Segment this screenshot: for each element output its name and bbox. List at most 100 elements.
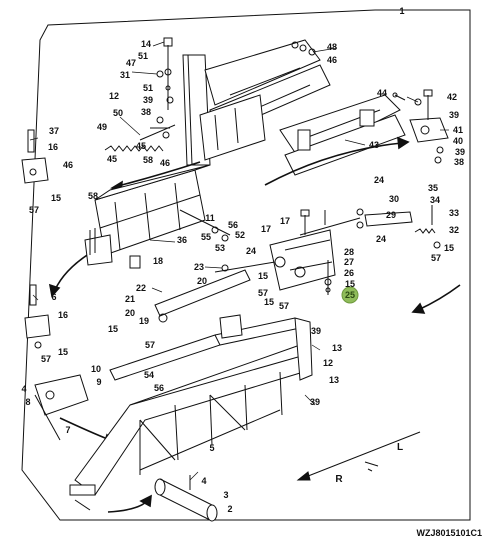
direction-left-label: L	[397, 442, 403, 453]
left-side-hardware	[21, 129, 89, 441]
callout-57: 57	[431, 253, 441, 263]
callout-15: 15	[58, 347, 68, 357]
callout-40: 40	[453, 136, 463, 146]
callout-15: 15	[51, 193, 61, 203]
callout-12: 12	[323, 358, 333, 368]
callout-15: 15	[258, 271, 268, 281]
callout-8: 8	[25, 397, 30, 407]
callout-38: 38	[141, 107, 151, 117]
callout-6: 6	[51, 292, 56, 302]
callout-13: 13	[329, 375, 339, 385]
callout-55: 55	[201, 232, 211, 242]
callout-53: 53	[215, 243, 225, 253]
callout-54: 54	[144, 370, 154, 380]
roller-assembly	[154, 475, 218, 522]
callout-21: 21	[125, 294, 135, 304]
callout-42: 42	[447, 92, 457, 102]
callout-13: 13	[332, 343, 342, 353]
lower-boom-5	[69, 314, 313, 511]
callout-45: 45	[107, 154, 117, 164]
callout-18: 18	[153, 256, 163, 266]
callout-37: 37	[49, 126, 59, 136]
callout-45: 45	[136, 141, 146, 151]
callout-39: 39	[143, 95, 153, 105]
callout-5: 5	[209, 443, 214, 453]
direction-right-label: R	[335, 474, 343, 485]
center-cylinder-assembly	[154, 205, 441, 323]
callout-51: 51	[143, 83, 153, 93]
callout-12: 12	[109, 91, 119, 101]
callout-43: 43	[369, 140, 379, 150]
callout-22: 22	[136, 283, 146, 293]
callout-57: 57	[41, 354, 51, 364]
callout-56: 56	[154, 383, 164, 393]
callout-16: 16	[58, 310, 68, 320]
callout-28: 28	[344, 247, 354, 257]
upper-right-arm-43	[279, 89, 449, 176]
callout-50: 50	[113, 108, 123, 118]
upper-left-arm-assembly	[104, 37, 331, 166]
callout-24: 24	[374, 175, 384, 185]
callout-57: 57	[145, 340, 155, 350]
callout-57: 57	[258, 288, 268, 298]
callout-20: 20	[125, 308, 135, 318]
callout-51: 51	[138, 51, 148, 61]
callout-9: 9	[96, 377, 101, 387]
callout-15: 15	[264, 297, 274, 307]
callout-17: 17	[261, 224, 271, 234]
callout-15: 15	[108, 324, 118, 334]
callout-14: 14	[141, 39, 151, 49]
callout-58: 58	[143, 155, 153, 165]
callout-39: 39	[311, 326, 321, 336]
callout-56: 56	[228, 220, 238, 230]
callout-46: 46	[327, 55, 337, 65]
callout-3: 3	[223, 490, 228, 500]
callout-41: 41	[453, 125, 463, 135]
callout-27: 27	[344, 257, 354, 267]
callout-47: 47	[126, 58, 136, 68]
callout-26: 26	[344, 268, 354, 278]
callout-24: 24	[246, 246, 256, 256]
callout-44: 44	[377, 88, 387, 98]
callout-24: 24	[376, 234, 386, 244]
callout-23: 23	[194, 262, 204, 272]
callout-46: 46	[63, 160, 73, 170]
callout-16: 16	[48, 142, 58, 152]
callout-15: 15	[345, 279, 355, 289]
callout-10: 10	[91, 364, 101, 374]
callout-17: 17	[280, 216, 290, 226]
frame-outline	[21, 9, 471, 521]
callout-4: 4	[201, 476, 206, 486]
callout-57: 57	[29, 205, 39, 215]
callout-32: 32	[449, 225, 459, 235]
callout-52: 52	[235, 230, 245, 240]
callout-7: 7	[65, 425, 70, 435]
callout-46: 46	[160, 158, 170, 168]
callout-33: 33	[449, 208, 459, 218]
callout-39: 39	[310, 397, 320, 407]
callout-34: 34	[430, 195, 440, 205]
callout-4: 4	[21, 384, 26, 394]
callout-38: 38	[454, 157, 464, 167]
callout-15: 15	[444, 243, 454, 253]
callout-58: 58	[88, 191, 98, 201]
callout-11: 11	[205, 213, 215, 223]
callout-30: 30	[389, 194, 399, 204]
callout-2: 2	[227, 504, 232, 514]
callout-48: 48	[327, 42, 337, 52]
mid-left-frame-36	[84, 164, 231, 269]
callout-25: 25	[345, 290, 355, 300]
callout-leaders	[29, 41, 449, 481]
callout-49: 49	[97, 122, 107, 132]
figure-code: WZJ8015101C1	[416, 528, 482, 538]
callout-31: 31	[120, 70, 130, 80]
callout-35: 35	[428, 183, 438, 193]
callout-57: 57	[279, 301, 289, 311]
callout-39: 39	[449, 110, 459, 120]
direction-indicator	[296, 431, 421, 481]
callout-19: 19	[139, 316, 149, 326]
callout-labels: 1 14 51 47 31 51 12 39 38 50 49 45 58 46…	[21, 6, 465, 514]
callout-20: 20	[197, 276, 207, 286]
callout-1: 1	[399, 6, 404, 16]
